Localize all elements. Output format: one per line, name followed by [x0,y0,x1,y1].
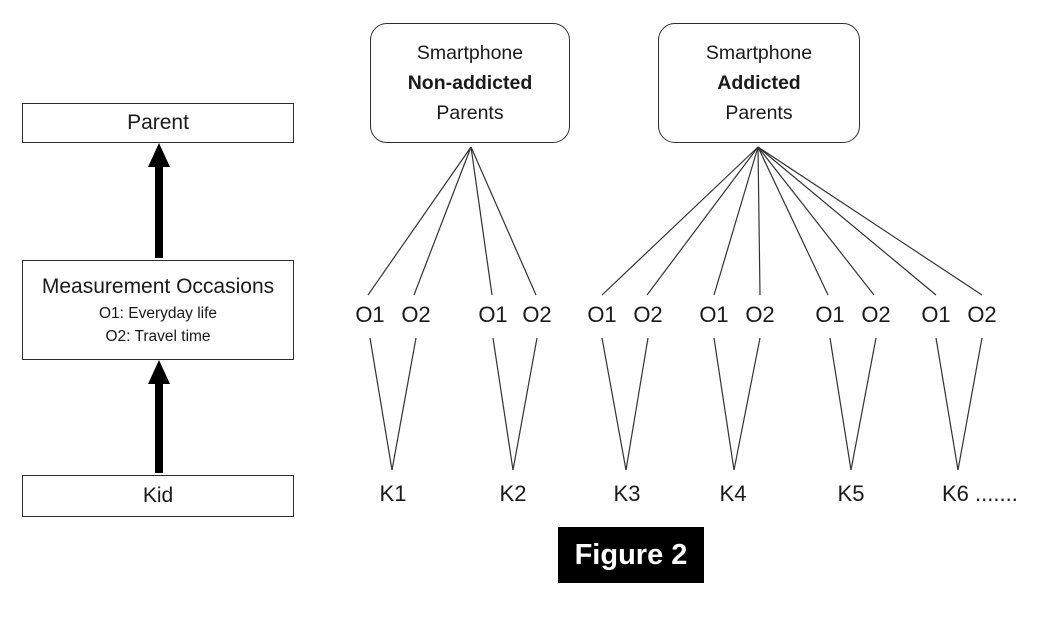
fan-line [470,146,537,296]
fan-line [757,146,829,296]
measurement-occasion-1: O1: Everyday life [98,305,218,322]
occasion-label: O2 [745,302,775,327]
occasion-label: O1 [815,302,845,327]
occasion-kid-line [935,337,959,471]
fan-line [470,146,493,296]
kid-box: Kid [22,475,294,517]
up-arrow-head [148,360,170,384]
kid-label: K2 [499,481,527,506]
group-line2-emphasis: Non-addicted [407,72,533,94]
kid-box-label: Kid [142,484,174,507]
group-line1: Smartphone [705,42,813,64]
kid-label: K5 [837,481,865,506]
non-addicted-parents-box: Smartphone Non-addicted Parents [370,23,570,143]
occasion-label: O1 [355,302,385,327]
occasion-kid-line [391,337,417,471]
occasion-label: O2 [633,302,663,327]
group-line1: Smartphone [416,42,524,64]
kid-label: K4 [719,481,747,506]
occasion-kid-line [512,337,538,471]
occasion-kid-line [850,337,877,471]
fan-line [757,146,983,296]
measurement-occasion-2: O2: Travel time [105,328,211,345]
occasion-label: O2 [861,302,891,327]
occasion-label: O2 [522,302,552,327]
figure-caption-label: Figure 2 [574,538,688,571]
occasion-label: O1 [478,302,508,327]
fan-line [757,146,875,296]
occasion-kid-line [957,337,983,471]
fan-line [646,146,759,296]
fan-line [757,146,937,296]
group-line3: Parents [725,102,793,124]
occasion-label: O1 [699,302,729,327]
occasion-kid-line [369,337,393,471]
kid-label: K3 [613,481,641,506]
fan-line [757,146,761,296]
occasion-kid-line [492,337,514,471]
fan-line [413,146,472,296]
addicted-parents-box: Smartphone Addicted Parents [658,23,860,143]
occasion-label: O2 [401,302,431,327]
group-line3: Parents [436,102,504,124]
fan-line [713,146,759,296]
figure-caption: Figure 2 [558,527,704,583]
fan-line [601,146,759,296]
occasion-kid-line [625,337,649,471]
occasion-label: O1 [921,302,951,327]
kid-label: K6 ....... [942,481,1018,506]
occasion-kid-line [601,337,627,471]
occasion-kid-line [829,337,852,471]
occasion-label: O1 [587,302,617,327]
parent-box: Parent [22,103,294,143]
measurement-occasions-box: Measurement Occasions O1: Everyday life … [22,260,294,360]
occasion-label: O2 [967,302,997,327]
parent-box-label: Parent [127,111,189,134]
occasion-kid-line [713,337,735,471]
kid-label: K1 [379,481,407,506]
up-arrow-head [148,143,170,167]
measurement-box-title: Measurement Occasions [41,275,275,298]
fan-line [367,146,472,296]
occasion-kid-line [733,337,761,471]
group-line2-emphasis: Addicted [717,72,801,94]
